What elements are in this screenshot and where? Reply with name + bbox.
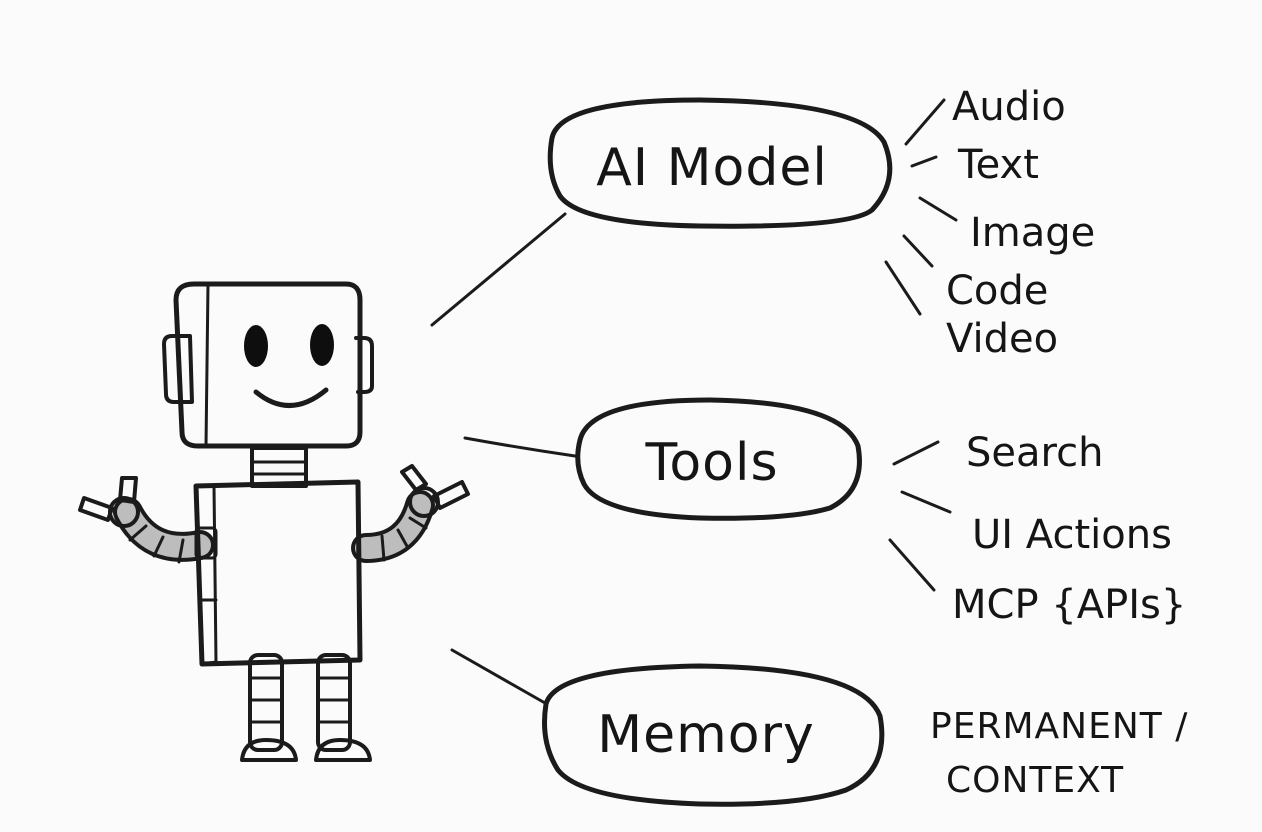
item-context: CONTEXT: [946, 760, 1124, 801]
robot-smile: [253, 387, 329, 408]
item-search: Search: [966, 430, 1103, 476]
node-tools-label: Tools: [644, 433, 778, 493]
node-ai-model: AI Model: [547, 97, 893, 229]
item-audio: Audio: [952, 84, 1066, 130]
connector-tools: [463, 436, 577, 458]
item-ui-actions: UI Actions: [972, 512, 1172, 558]
robot-body: [193, 479, 363, 667]
node-ai-model-bubble: [547, 97, 893, 229]
node-tools-bubble: [575, 397, 862, 521]
robot-right-arm: [351, 464, 470, 563]
robot-illustration: [78, 281, 470, 762]
branch-ticks-ai-model: [884, 98, 958, 316]
item-mcp-apis: MCP {APIs}: [952, 582, 1186, 628]
node-memory: Memory: [542, 663, 885, 807]
item-image: Image: [970, 210, 1095, 256]
node-memory-label: Memory: [597, 705, 814, 765]
item-code: Code: [946, 268, 1048, 314]
branch-ticks-tools: [888, 440, 952, 592]
node-memory-bubble: [542, 663, 885, 807]
node-ai-model-label: AI Model: [596, 138, 828, 198]
robot-left-eye: [244, 325, 268, 367]
item-permanent: PERMANENT /: [930, 706, 1188, 747]
robot-right-leg: [314, 653, 372, 762]
connector-ai-model: [430, 212, 567, 327]
connector-lines: [430, 212, 577, 705]
robot-right-eye: [310, 324, 334, 366]
item-text: Text: [957, 142, 1039, 188]
connector-memory: [450, 648, 547, 705]
item-video: Video: [946, 316, 1058, 362]
tools-items: Search UI Actions MCP {APIs}: [952, 430, 1186, 628]
memory-items: PERMANENT / CONTEXT: [930, 706, 1188, 801]
robot-head: [162, 281, 374, 449]
robot-left-arm: [78, 476, 218, 564]
robot-left-leg: [240, 653, 298, 762]
robot-neck: [250, 446, 308, 488]
node-tools: Tools: [575, 397, 862, 521]
ai-model-items: Audio Text Image Code Video: [946, 84, 1095, 362]
